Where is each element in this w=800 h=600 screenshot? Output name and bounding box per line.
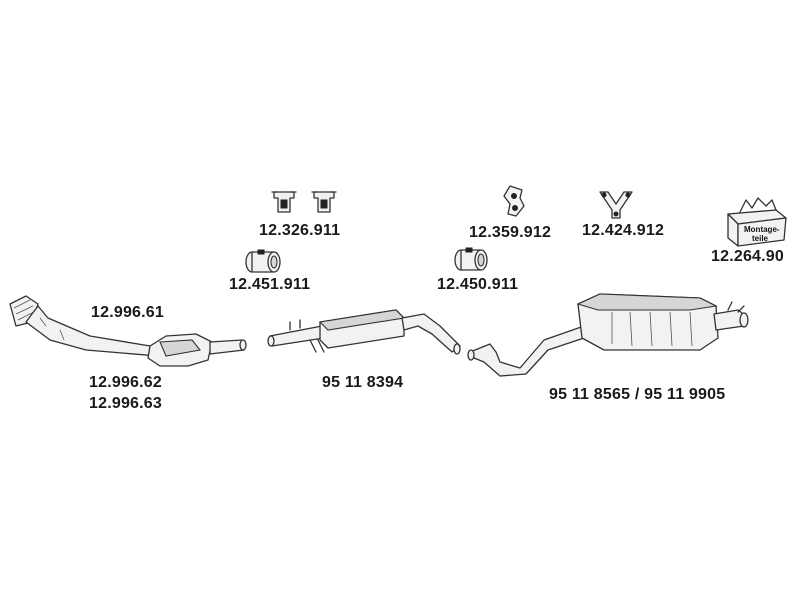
label-middle-silencer: 95 11 8394: [322, 374, 404, 391]
bracket-single-drawing: [503, 185, 525, 217]
label-front-pipe-bottom-1: 12.996.62: [89, 374, 162, 391]
label-rear-silencer: 95 11 8565 / 95 11 9905: [549, 386, 726, 403]
mounting-box-text-1: Montage-: [744, 225, 780, 234]
label-mounting-kit: 12.264.90: [711, 248, 784, 265]
label-front-pipe-bottom-2: 12.996.63: [89, 395, 162, 412]
mounting-box-text-2: teile: [752, 234, 769, 243]
label-front-pipe-top: 12.996.61: [91, 304, 164, 321]
clamp-left-drawing: [245, 249, 281, 273]
rear-silencer-drawing: [467, 293, 749, 377]
y-rubber-drawing: [599, 191, 633, 219]
front-pipe-catalyst-drawing: [9, 295, 247, 367]
bracket-pair-drawing: [271, 191, 337, 213]
label-y-rubber: 12.424.912: [582, 222, 665, 239]
label-clamp-left: 12.451.911: [229, 276, 311, 293]
middle-silencer-drawing: [267, 309, 461, 355]
label-bracket-single: 12.359.912: [469, 224, 552, 241]
clamp-right-drawing: [454, 247, 488, 271]
label-bracket-pair: 12.326.911: [259, 222, 341, 239]
label-clamp-right: 12.450.911: [437, 276, 519, 293]
mounting-kit-box-drawing: Montage- teile: [727, 197, 787, 247]
